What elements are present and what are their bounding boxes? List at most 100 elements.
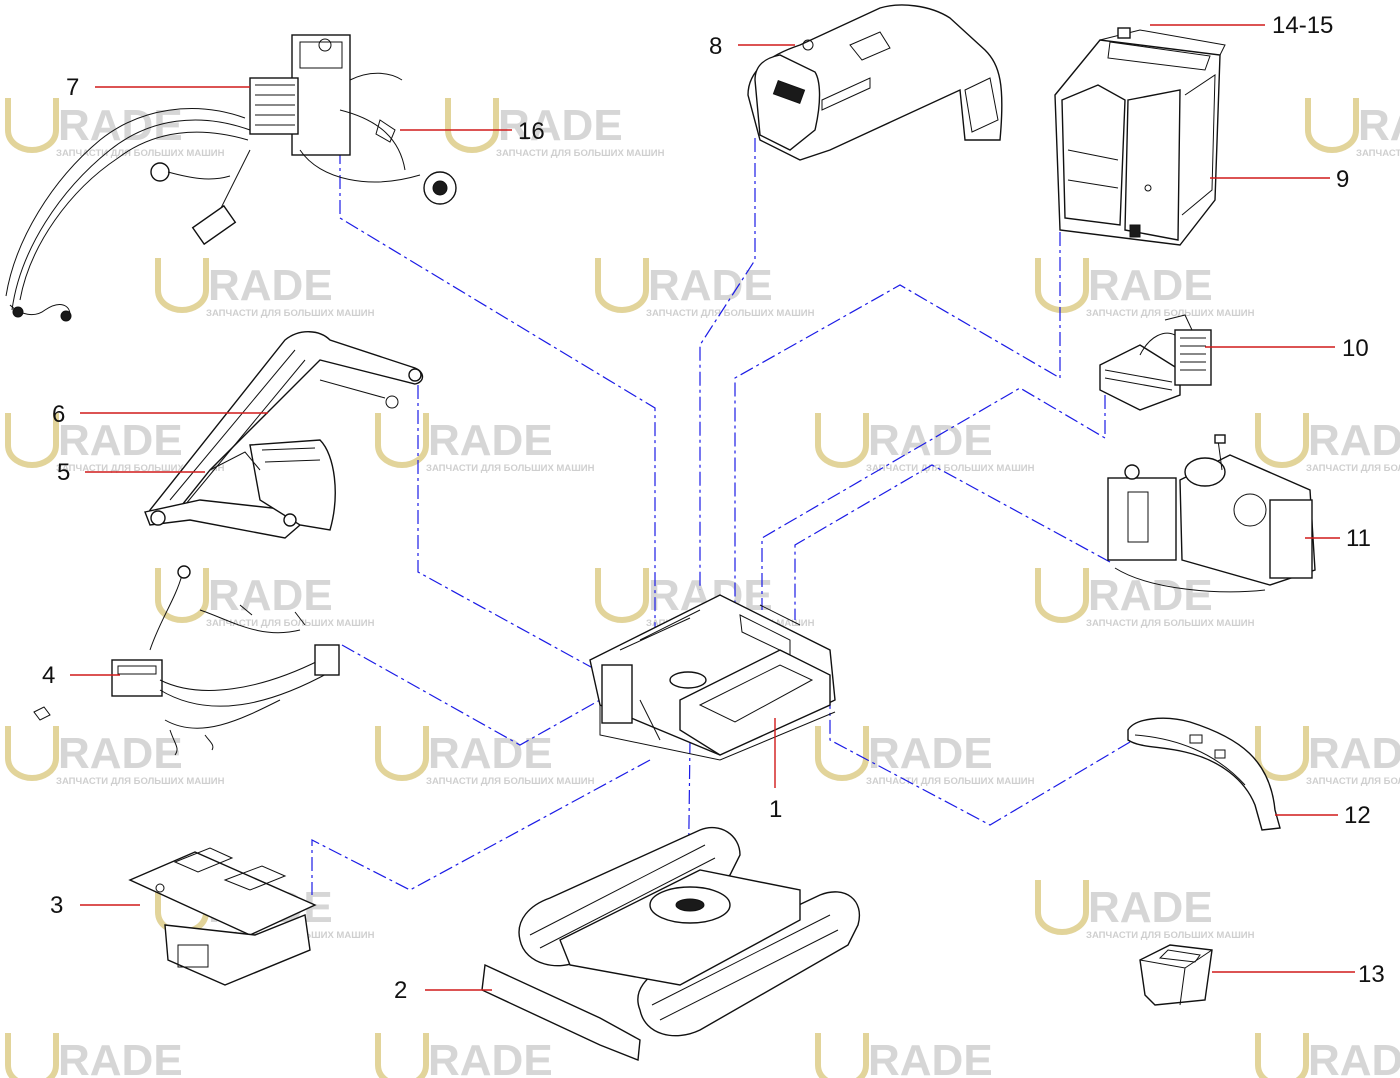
watermark-tagline: ЗАПЧАСТИ ДЛЯ БОЛЬШИХ МАШИН: [866, 463, 1035, 474]
callout-7: 7: [66, 74, 79, 101]
assembly-line-16: [339, 150, 656, 645]
watermark-logo-icon: [1035, 258, 1089, 314]
watermark-tagline: ЗАПЧАСТИ ДЛЯ БОЛЬШИХ МАШИН: [206, 308, 375, 319]
watermark-logo-icon: [1035, 880, 1089, 936]
part-wire-harness-7-16: [5, 34, 457, 322]
callout-5: 5: [57, 459, 70, 486]
assembly-line-11: [794, 464, 1111, 620]
assembly-line-10: [761, 387, 1106, 610]
watermark-tagline: ЗАПЧАСТИ ДЛЯ БОЛЬШИХ МАШИН: [496, 148, 665, 159]
watermark-brand: RADE: [1308, 1036, 1400, 1078]
assembly-line-8: [699, 138, 756, 590]
callout-9: 9: [1336, 166, 1349, 193]
watermark-tagline: ЗАПЧАСТИ ДЛЯ БОЛЬШИХ МАШИН: [1086, 308, 1255, 319]
watermark-brand: RADE: [868, 729, 993, 778]
part-engine-11: [1107, 434, 1316, 593]
assembly-line-4: [341, 644, 601, 746]
watermark-brand: RADE: [648, 261, 773, 310]
watermark-logo-icon: [5, 413, 59, 469]
watermark-logo-icon: [375, 413, 429, 469]
part-toolbox-13: [1139, 944, 1213, 1006]
watermark-tagline: ЗАПЧАСТИ ДЛЯ БОЛЬШИХ МАШИН: [1306, 776, 1400, 787]
watermark-logo-icon: [1255, 1033, 1309, 1078]
watermark-logo-icon: [5, 726, 59, 782]
watermark-tagline: ЗАПЧАСТИ ДЛЯ БОЛЬШИХ МАШИН: [866, 776, 1035, 787]
watermark-logo-icon: [1255, 726, 1309, 782]
part-upper-frame-1: [589, 594, 836, 761]
callout-14-15: 14-15: [1272, 12, 1333, 39]
watermark-tagline: ЗАПЧАСТИ ДЛЯ БОЛЬШИХ МАШИН: [646, 308, 815, 319]
watermark-brand: RADE: [1088, 571, 1213, 620]
watermark-tagline: ЗАПЧАСТИ ДЛЯ БОЛЬШИХ МАШИН: [56, 148, 225, 159]
watermark-brand: RADE: [208, 571, 333, 620]
assembly-line-9: [734, 232, 1061, 650]
watermark-brand: RADE: [208, 261, 333, 310]
watermark-brand: RADE: [58, 416, 183, 465]
watermark-brand: RADE: [1308, 729, 1400, 778]
watermark-brand: RADE: [428, 416, 553, 465]
watermark-logo-icon: [1035, 568, 1089, 624]
watermark-brand: RADE: [1358, 101, 1400, 150]
assembly-line-5-6: [417, 385, 601, 673]
watermark-tagline: ЗАПЧАСТИ ДЛЯ БОЛЬШИХ МАШИН: [1356, 148, 1400, 159]
callout-3: 3: [50, 892, 63, 919]
part-hood-8: [747, 4, 1003, 161]
watermark-tagline: ЗАПЧАСТИ ДЛЯ БОЛЬШИХ МАШИН: [56, 463, 225, 474]
callout-11: 11: [1346, 525, 1371, 552]
watermark-logo-icon: [5, 1033, 59, 1078]
watermark-tagline: ЗАПЧАСТИ ДЛЯ БОЛЬШИХ МАШИН: [1086, 618, 1255, 629]
callout-1: 1: [769, 796, 782, 823]
watermark-logo-icon: [815, 726, 869, 782]
watermark-brand: RADE: [428, 1036, 553, 1078]
callout-16: 16: [518, 118, 545, 145]
watermark-brand: RADE: [1088, 261, 1213, 310]
watermark-tagline: ЗАПЧАСТИ ДЛЯ БОЛЬШИХ МАШИН: [426, 463, 595, 474]
watermark-logo-icon: [155, 258, 209, 314]
watermark-logo-icon: [375, 1033, 429, 1078]
watermark-brand: RADE: [1088, 883, 1213, 932]
watermark-brand: RADE: [428, 729, 553, 778]
part-counterweight-12: [1127, 717, 1281, 831]
watermark-brand: RADE: [1308, 416, 1400, 465]
part-floor-plates-3: [128, 847, 317, 986]
callout-13: 13: [1358, 961, 1385, 988]
callout-8: 8: [709, 33, 722, 60]
part-boom-arm-5-6: [144, 331, 424, 539]
watermark-tagline: ЗАПЧАСТИ ДЛЯ БОЛЬШИХ МАШИН: [56, 776, 225, 787]
assembly-line-3: [311, 759, 651, 895]
watermark-logo-icon: [815, 1033, 869, 1078]
watermark-logo-icon: [375, 726, 429, 782]
watermark-logo-icon: [1255, 413, 1309, 469]
watermark-logo-icon: [595, 568, 649, 624]
callout-6: 6: [52, 401, 65, 428]
watermark-tagline: ЗАПЧАСТИ ДЛЯ БОЛЬШИХ МАШИН: [1086, 930, 1255, 941]
watermark-tagline: ЗАПЧАСТИ ДЛЯ БОЛЬШИХ МАШИН: [206, 618, 375, 629]
watermark-tagline: ЗАПЧАСТИ ДЛЯ БОЛЬШИХ МАШИН: [426, 776, 595, 787]
callout-12: 12: [1344, 802, 1371, 829]
watermark-logo-icon: [815, 413, 869, 469]
watermark-logo-icon: [595, 258, 649, 314]
watermark-brand: RADE: [58, 1036, 183, 1078]
part-undercarriage-2: [481, 826, 861, 1061]
